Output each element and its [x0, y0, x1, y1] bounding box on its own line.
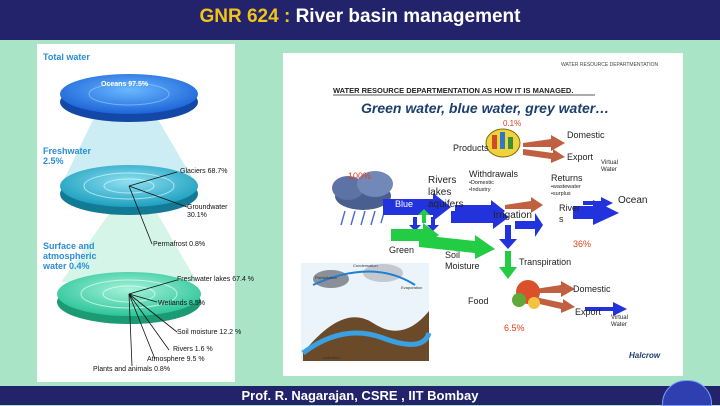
figure-subtitle: Green water, blue water, grey water…	[361, 100, 610, 116]
permafrost-label: Permafrost 0.8%	[153, 241, 206, 248]
pct-0-1: 0.1%	[503, 119, 522, 128]
plants-animals-label: Plants and animals 0.8%	[93, 366, 171, 373]
wetlands-label: Wetlands 8.5%	[158, 300, 205, 307]
export-bottom-label: Export	[575, 307, 602, 317]
footer-bar	[0, 386, 720, 405]
slide-title: GNR 624 : River basin management	[0, 6, 720, 28]
soil-moisture-1: Soil	[445, 250, 461, 260]
figure-heading: WATER RESOURCE DEPARTMENTATION AS HOW IT…	[333, 86, 574, 95]
soil-moisture-label: Soil moisture 12.2 %	[177, 329, 242, 336]
total-water-label: Total water	[43, 52, 90, 62]
freshwater-label-2: 2.5%	[43, 156, 64, 166]
virtual-water-top-2: Water	[601, 167, 617, 173]
returns-sub-1: •wastewater	[551, 184, 581, 190]
transpiration-label: Transpiration	[519, 257, 572, 267]
products-label: Products	[453, 143, 489, 153]
domestic-bottom-label: Domestic	[573, 284, 611, 294]
oceans-label: Oceans 97.5%	[101, 81, 149, 88]
rivers-label: Rivers 1.6 %	[173, 346, 213, 353]
blue-label: Blue	[395, 199, 414, 209]
virtual-water-bottom-1: Virtual	[611, 315, 628, 321]
freshwater-label-1: Freshwater	[43, 146, 92, 156]
rivers-right-1: River	[559, 203, 581, 213]
green-label: Green	[389, 245, 415, 255]
rivers-lakes-2: lakes	[428, 187, 452, 198]
surface-label-1: Surface and	[43, 241, 95, 251]
pct-36: 36%	[573, 239, 592, 249]
withdrawals-sub-2: •Industry	[469, 187, 491, 193]
corner-nav-button[interactable]	[662, 380, 712, 406]
ocean-label: Ocean	[618, 195, 648, 206]
surface-label-2: atmospheric	[43, 251, 97, 261]
glaciers-label: Glaciers 68.7%	[180, 168, 228, 175]
returns-label: Returns	[551, 173, 583, 183]
footer-text: Prof. R. Nagarajan, CSRE , IIT Bombay	[241, 388, 479, 403]
returns-sub-2: •surplus	[551, 191, 571, 197]
export-top-label: Export	[567, 152, 594, 162]
course-code: GNR 624 :	[199, 6, 291, 27]
food-label: Food	[468, 296, 489, 306]
diagram-evaporation: Evaporation	[401, 285, 423, 290]
surface-label-3: water 0.4%	[43, 261, 90, 271]
water-disks-graphic	[57, 74, 201, 367]
rivers-lakes-1: Rivers	[428, 175, 457, 186]
withdrawals-label: Withdrawals	[469, 169, 519, 179]
virtual-water-top-1: Virtual	[601, 160, 618, 166]
flow-diagram-graphic	[301, 94, 627, 361]
diagram-precipitation: Precipitation	[315, 275, 338, 280]
domestic-top-label: Domestic	[567, 130, 605, 140]
groundwater-label-1: Groundwater	[187, 204, 228, 211]
pct-100: 100%	[348, 171, 372, 181]
soil-moisture-2: Moisture	[445, 261, 480, 271]
withdrawals-sub-1: •Domestic	[469, 180, 494, 186]
rivers-lakes-3: aquifers	[428, 199, 464, 210]
rivers-right-2: s	[559, 214, 564, 224]
top-right-caption: WATER RESOURCE DEPARTMENTATION	[561, 62, 659, 68]
diagram-condensation: Condensation	[353, 263, 378, 268]
freshwater-lakes-label: Freshwater lakes 67.4 %	[177, 276, 255, 283]
virtual-water-bottom-2: Water	[611, 322, 627, 328]
irrigation-label: Irrigation	[493, 210, 532, 221]
pct-6-5: 6.5%	[504, 323, 525, 333]
diagram-infiltration: Infiltration	[323, 355, 341, 360]
groundwater-label-2: 30.1%	[187, 212, 207, 219]
halcrow-logo: Halcrow	[629, 351, 661, 360]
water-departmentation-figure: WATER RESOURCE DEPARTMENTATION WATER RES…	[283, 53, 683, 376]
slide-title-text: River basin management	[295, 6, 521, 27]
water-distribution-figure: Total water Oceans 97.5% Freshwater 2.5%…	[37, 44, 254, 382]
title-bar	[0, 0, 720, 40]
atmosphere-label: Atmosphere 9.5 %	[147, 356, 205, 363]
